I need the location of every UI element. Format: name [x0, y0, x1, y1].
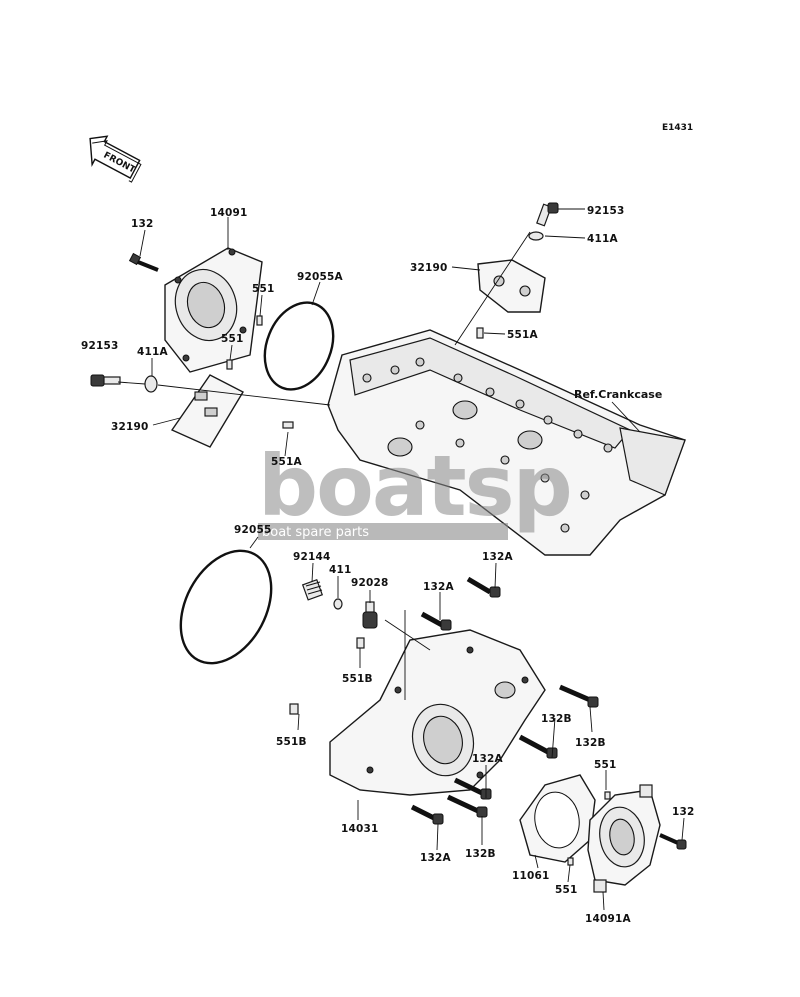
bracket-32190-right: [477, 259, 546, 313]
label-132A: 132A: [472, 753, 504, 765]
bolt-132B-1: [559, 684, 599, 708]
front-arrow-icon: FRONT: [89, 135, 142, 183]
bolt-132A-2: [420, 611, 452, 631]
label-14091: 14091: [210, 207, 248, 219]
part-labels: 132 14091 551 551 92055A 92153 411A 3219…: [81, 205, 695, 925]
label-132A: 132A: [423, 581, 455, 593]
dowel-551-c: [604, 791, 611, 800]
label-551B: 551B: [342, 673, 373, 685]
label-132B: 132B: [541, 713, 572, 725]
bolt-132B-3: [446, 794, 488, 818]
label-32190: 32190: [111, 421, 149, 433]
label-92055A: 92055A: [297, 271, 344, 283]
label-132A: 132A: [482, 551, 514, 563]
washer-411A-left: [144, 375, 158, 393]
watermark-logo: boatsp: [258, 437, 571, 535]
label-551: 551: [221, 333, 244, 345]
bolt-92153-right: [536, 202, 559, 227]
dowel-551B-1: [356, 637, 365, 649]
dowel-551A-right: [476, 327, 484, 339]
label-132: 132: [131, 218, 154, 230]
bolt-132A-4: [410, 804, 444, 825]
crankcase-holes: [362, 357, 613, 533]
label-551A: 551A: [271, 456, 303, 468]
dowel-551-b: [226, 359, 233, 370]
label-411A: 411A: [587, 233, 619, 245]
bolt-132-top: [128, 252, 159, 272]
crankcase: [327, 329, 686, 556]
leader-lines: [117, 208, 685, 911]
label-411A: 411A: [137, 346, 169, 358]
label-11061: 11061: [512, 870, 550, 882]
cover-14031: [329, 629, 546, 796]
label-92153: 92153: [587, 205, 625, 217]
label-411: 411: [329, 564, 352, 576]
diagram-code: E1431: [662, 123, 693, 133]
label-551: 551: [594, 759, 617, 771]
dowel-551B-2: [289, 703, 299, 715]
bolt-92153-left: [90, 374, 121, 387]
label-132A: 132A: [420, 852, 452, 864]
label-132B: 132B: [575, 737, 606, 749]
gasket-11061: [519, 774, 596, 863]
watermark: boatsp boat spare parts: [258, 437, 573, 540]
washer-411: [333, 598, 343, 610]
dowel-551-d: [567, 857, 574, 866]
label-132: 132: [672, 806, 695, 818]
o-ring-92055: [179, 549, 273, 665]
dowel-551A-left: [282, 421, 294, 429]
label-14091A: 14091A: [585, 913, 632, 925]
label-92153: 92153: [81, 340, 119, 352]
label-551: 551: [555, 884, 578, 896]
bracket-32190-left: [170, 374, 244, 448]
plug-92028: [362, 601, 378, 629]
label-551A: 551A: [507, 329, 539, 341]
bolt-132A-1: [466, 576, 501, 598]
label-132B: 132B: [465, 848, 496, 860]
label-14031: 14031: [341, 823, 379, 835]
reference-label: Ref.Crankcase: [574, 388, 662, 401]
bolt-132B-2: [518, 734, 558, 759]
label-92028: 92028: [351, 577, 389, 589]
watermark-tagline: boat spare parts: [262, 525, 369, 540]
bolt-132-right: [659, 833, 687, 850]
label-551: 551: [252, 283, 275, 295]
cover-14091: [164, 247, 263, 373]
spring-92144: [301, 578, 324, 601]
label-92055: 92055: [234, 524, 272, 536]
label-32190: 32190: [410, 262, 448, 274]
label-92144: 92144: [293, 551, 331, 563]
washer-411A-right: [528, 231, 544, 241]
o-ring-92055A: [263, 301, 335, 391]
label-551B: 551B: [276, 736, 307, 748]
cover-14091A: [587, 784, 661, 893]
dowel-551-a: [256, 315, 263, 326]
